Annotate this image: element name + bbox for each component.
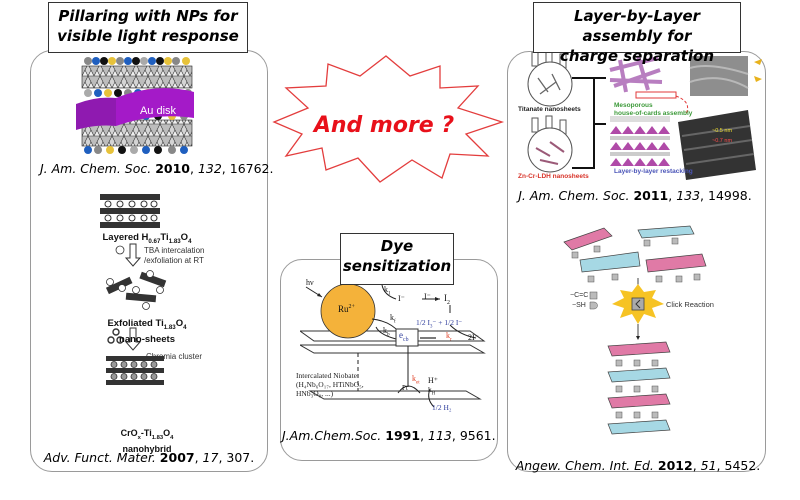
label-kf: kf <box>390 313 396 325</box>
title-line-2: sensitization <box>342 257 452 275</box>
label-tba-intercalation: TBA intercalation /exfoliation at RT <box>144 246 205 265</box>
kb-arrow <box>375 326 397 340</box>
label-crox-ti183o4-nanohybrid: CrOx-Ti1.83O4 nanohybrid <box>120 428 174 454</box>
legend-cc-icon <box>589 291 598 300</box>
wo3-slab-stack-1 <box>607 367 671 383</box>
au-disk-ribbon-back <box>76 97 116 130</box>
tio2-slab-2 <box>645 253 707 273</box>
k1-arrow <box>381 284 397 300</box>
title-dye-sensitization: Dye sensitization <box>340 233 454 285</box>
exfoliation-schematic <box>100 194 167 385</box>
label-half-i3: 1/2 I3⁻ + 1/2 I⁻ <box>416 318 463 330</box>
wo3-slab-1 <box>637 225 695 239</box>
label-legend-cc: −C=C <box>570 292 589 299</box>
label-ru: Ru2+ <box>338 304 355 314</box>
niobate-sheet-1 <box>300 330 486 342</box>
citation-jacs-2011: J. Am. Chem. Soc. 2011, 133, 14998. <box>518 188 752 203</box>
citation-afm-2007: Adv. Funct. Mater. 2007, 17, 307. <box>43 450 255 465</box>
tio2-slab-1 <box>563 227 613 251</box>
click-reaction-figure <box>563 225 707 435</box>
title-line-2: visible light response <box>57 27 239 45</box>
label-spacing-1: ~0.5 nm <box>712 128 733 134</box>
lbl-assembly-figure <box>527 52 762 180</box>
label-spacing-2: ~0.7 nm <box>712 138 733 144</box>
title-layer-by-layer: Layer-by-Layer assembly for charge separ… <box>533 2 741 65</box>
label-mesoporous: Mesoporous house-of-cards assembly <box>614 102 693 117</box>
down-arrow-1 <box>115 243 142 267</box>
label-kh: kH <box>428 385 436 397</box>
label-2i: 2I⁻ <box>468 333 479 342</box>
label-intercalated-niobate: Intercalated Niobate (H₄Nb₆O₁₇, HTiNbO₅,… <box>296 371 364 398</box>
label-iodide-1: I⁻ <box>398 294 405 303</box>
label-click-reaction: Click Reaction <box>666 300 714 309</box>
label-titanate-nanosheets: Titanate nanosheets <box>518 106 581 113</box>
label-hv: hν <box>306 278 314 287</box>
legend-sh-icon <box>589 301 598 310</box>
layered-stack <box>100 194 160 228</box>
starburst-callout: And more ? <box>272 55 505 183</box>
starburst-shape <box>272 55 505 183</box>
citation-jacs-2010: J. Am. Chem. Soc. 2010, 132, 16762. <box>40 161 274 176</box>
citation-angew-2012: Angew. Chem. Int. Ed. 2012, 51, 5452. <box>515 458 761 473</box>
label-layered: Layered H0.67Ti1.83O4 <box>102 232 192 245</box>
label-i2-radical: I2 <box>444 293 450 306</box>
starburst-text: And more ? <box>312 113 455 138</box>
flask-ldh <box>527 115 573 173</box>
wo3-slab-stack-2 <box>607 419 671 435</box>
pt-cluster <box>397 385 421 394</box>
label-lbl-restacking: Layer-by-layer restacking <box>614 168 693 175</box>
au-disk-figure: Au disk <box>76 57 194 154</box>
nanohybrid-stack <box>106 356 164 385</box>
au-disk-label: Au disk <box>140 105 177 117</box>
wo3-slab-2 <box>579 251 641 273</box>
niobate-sheet-2 <box>300 344 486 354</box>
label-chromia-cluster: Chromia cluster <box>146 352 203 361</box>
yellow-marker <box>754 59 762 82</box>
label-legend-sh: −SH <box>572 302 586 309</box>
label-hplus: H⁺ <box>428 376 438 385</box>
click-box <box>631 297 645 311</box>
title-pillaring: Pillaring with NPs for visible light res… <box>48 2 248 53</box>
label-ecb: ecb <box>399 330 409 343</box>
label-pt: Pt <box>402 384 408 392</box>
label-kb: kb <box>383 326 390 338</box>
label-kr: kr <box>446 331 452 343</box>
label-k1: k1 <box>384 285 391 297</box>
house-of-cards <box>609 55 663 93</box>
label-ket: ket <box>412 374 420 386</box>
highlight-box <box>635 91 677 99</box>
label-zn-cr-ldh: Zn-Cr-LDH nanosheets <box>518 173 589 180</box>
layer-top <box>81 65 193 89</box>
tio2-slab-stack-1 <box>607 341 671 357</box>
restacked-layers <box>610 116 670 166</box>
title-line-1: Pillaring with NPs for <box>58 7 238 25</box>
au-disk-ribbon <box>116 88 194 126</box>
flask-titanate <box>527 52 573 107</box>
kr-arrow <box>449 324 477 339</box>
label-iodide-2: I⁻ <box>424 292 431 301</box>
red-dashed-arrow <box>675 95 689 115</box>
niobate-sheet-3 <box>308 390 482 400</box>
sem-image <box>690 56 748 96</box>
title-line-1: Dye <box>380 237 414 255</box>
citation-jacs-1991: J.Am.Chem.Soc. 1991, 113, 9561. <box>282 428 496 443</box>
title-line-1: Layer-by-Layer assembly for <box>573 7 701 45</box>
h2-arrow <box>428 388 435 408</box>
down-arrow-2 <box>107 327 142 351</box>
label-half-h2: 1/2 H₂ <box>432 403 452 412</box>
exfoliated-sheets <box>105 270 167 310</box>
ecb-box <box>395 328 419 347</box>
title-line-2: charge separation <box>560 47 714 65</box>
label-exfoliated: Exfoliated Ti1.83O4 nano-sheets <box>107 318 187 345</box>
dye-sensitization-diagram <box>300 283 486 408</box>
tio2-slab-stack-2 <box>607 393 671 409</box>
connector-bracket <box>572 77 606 169</box>
